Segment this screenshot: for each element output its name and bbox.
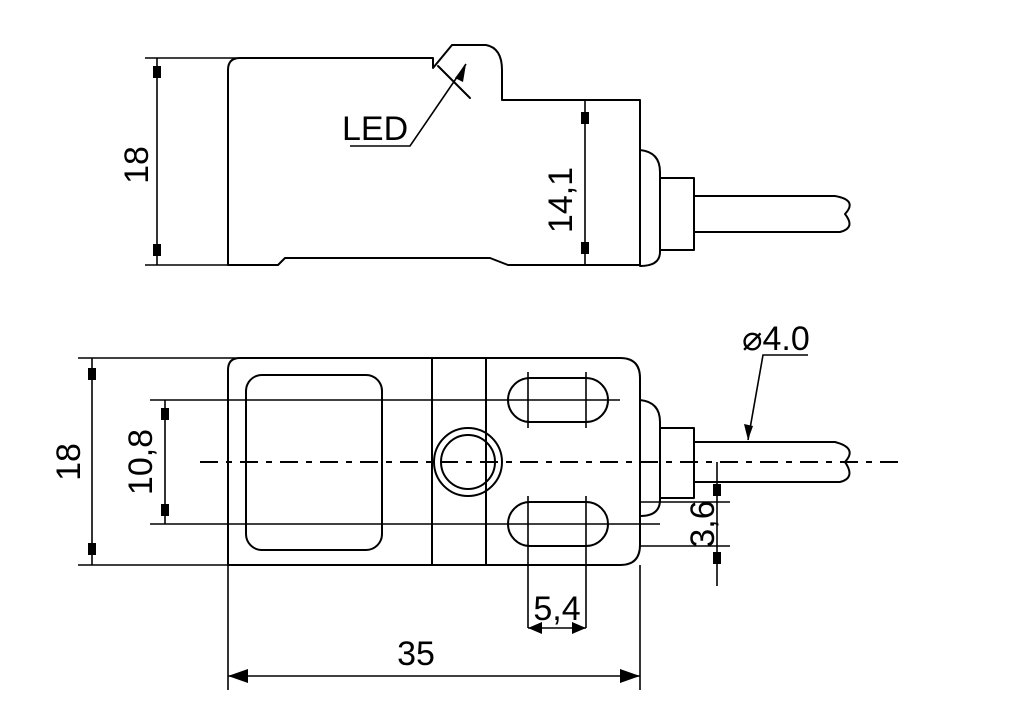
front-height-tick-top: [88, 368, 96, 380]
top-height-tick-top: [153, 66, 161, 78]
top-height-tick-bottom: [153, 244, 161, 256]
led-circle-outer: [433, 427, 503, 497]
side-view-body-outline: [227, 44, 641, 266]
slot-height-tick-top: [713, 484, 721, 496]
side-view: 18 14,1 LED: [118, 44, 851, 267]
top-height-label: 18: [118, 146, 156, 184]
front-view-body-outline: [227, 357, 641, 566]
cable-dia-arrow: [744, 424, 753, 440]
hole-spacing-tick-top: [161, 408, 169, 420]
front-view: 18 10,8 ⌀4.0 3,6 5,4 35: [50, 320, 905, 690]
cable-dia-leader: [747, 354, 808, 441]
front-cable-gland: [639, 399, 695, 517]
led-leader-arrow: [455, 64, 466, 82]
slot-height-tick-bottom: [713, 552, 721, 564]
inner-height-tick-top: [581, 112, 589, 124]
slot-width-label: 5,4: [533, 590, 580, 628]
slot-height-label: 3,6: [684, 500, 722, 547]
total-length-arrow-right: [620, 669, 640, 683]
hole-spacing-tick-bottom: [161, 504, 169, 516]
front-height-label: 18: [50, 443, 88, 481]
total-length-label: 35: [397, 635, 435, 673]
side-cable: [693, 195, 851, 233]
slot-width-arrow-left: [528, 622, 542, 634]
led-label: LED: [342, 110, 408, 148]
inner-height-tick-bottom: [581, 242, 589, 254]
led-leader: [350, 63, 467, 147]
total-length-arrow-left: [228, 669, 248, 683]
front-cable: [693, 441, 851, 483]
front-height-tick-bottom: [88, 543, 96, 555]
cable-dia-label: ⌀4.0: [742, 320, 810, 358]
slot-width-arrow-right: [572, 622, 586, 634]
side-cable-gland: [639, 149, 695, 267]
inner-height-label: 14,1: [542, 167, 580, 233]
hole-spacing-label: 10,8: [122, 429, 160, 495]
